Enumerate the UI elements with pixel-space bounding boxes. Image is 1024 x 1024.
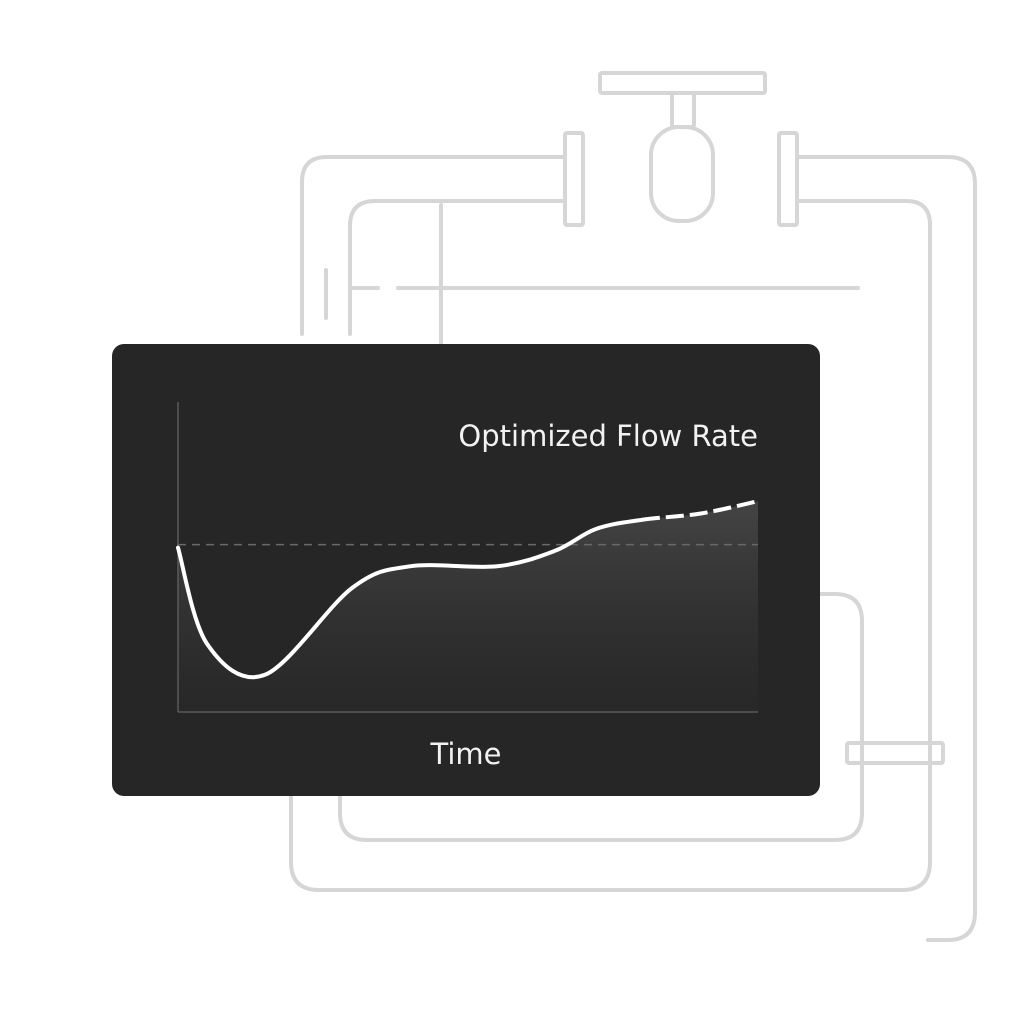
outer-pipe [300,155,567,336]
right-flange [777,131,799,227]
area-fill [178,501,758,712]
left-flange [563,131,585,227]
chart-panel: Optimized Flow Rate Time [112,344,820,796]
valve-handle [598,71,767,95]
chart: Optimized Flow Rate Time [176,402,759,771]
inner-pipe-right [795,199,932,797]
lower-inner-loop [338,592,864,842]
series-line-dashed [641,499,759,522]
inner-pipe [348,199,567,336]
lower-outer-loop [289,793,932,892]
x-axis-label: Time [430,737,502,771]
outer-pipe-right [795,155,977,942]
valve-stem [670,91,696,129]
pipe-fitting [845,741,945,765]
valve-body [649,125,715,223]
series-line [176,517,644,680]
chart-title: Optimized Flow Rate [458,419,758,453]
